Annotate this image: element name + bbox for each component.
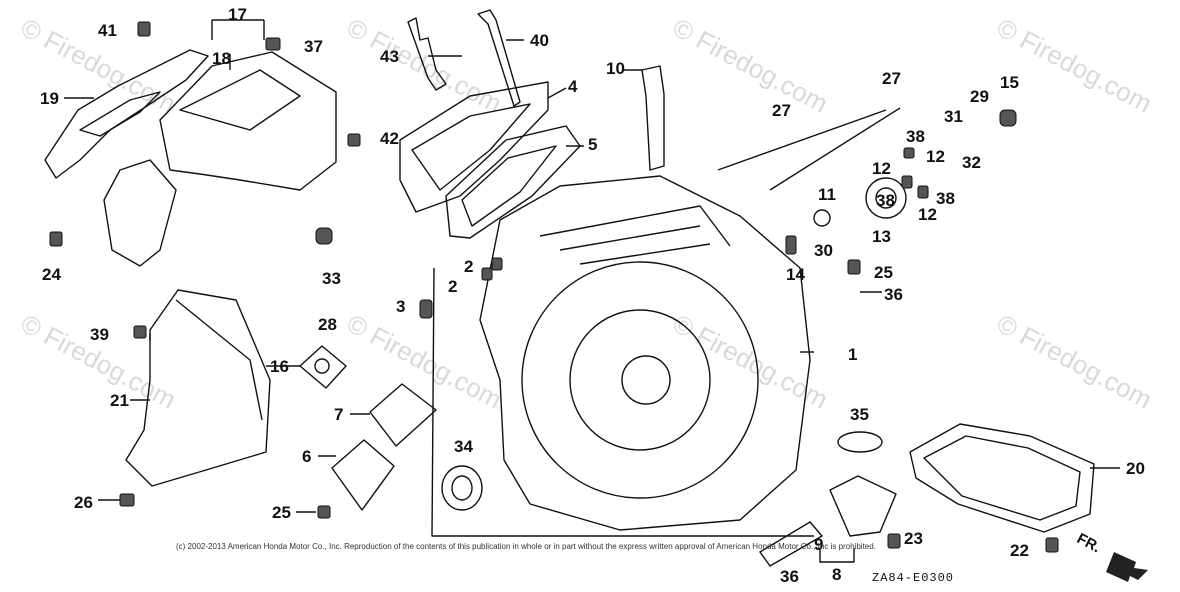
part-label: 35 bbox=[850, 405, 869, 424]
crankcase-1 bbox=[479, 175, 811, 531]
part-label: 20 bbox=[1126, 459, 1145, 478]
bolt-25 bbox=[317, 505, 331, 519]
part-label: 39 bbox=[90, 325, 109, 344]
part-label: 9 bbox=[814, 535, 824, 554]
part-label: 28 bbox=[318, 315, 337, 334]
part-label: 34 bbox=[454, 437, 473, 456]
part-label: 26 bbox=[74, 493, 93, 512]
part-label: 41 bbox=[98, 21, 117, 40]
part-label: 36 bbox=[884, 285, 903, 304]
part-label: 29 bbox=[970, 87, 989, 106]
part-label: 23 bbox=[904, 529, 923, 548]
part-label: 2 bbox=[448, 277, 458, 296]
part-label: 31 bbox=[944, 107, 963, 126]
copyright-notice: (c) 2002-2013 American Honda Motor Co., … bbox=[176, 542, 876, 551]
o-ring-35 bbox=[837, 431, 883, 453]
part-label: 38 bbox=[876, 191, 895, 210]
bolt-25 bbox=[847, 259, 861, 275]
washer-30 bbox=[813, 209, 831, 227]
breather-8 bbox=[829, 475, 897, 537]
oil-pan-20 bbox=[909, 423, 1095, 533]
part-label: 12 bbox=[872, 159, 891, 178]
part-label: 27 bbox=[772, 101, 791, 120]
part-label: 10 bbox=[606, 59, 625, 78]
bolt-24 bbox=[49, 231, 63, 247]
bolt-41 bbox=[137, 21, 151, 37]
fr-arrow-icon bbox=[1106, 552, 1148, 582]
part-label: 24 bbox=[42, 265, 61, 284]
gear-13 bbox=[865, 177, 907, 219]
clamp-33 bbox=[315, 227, 333, 245]
cylinder-head-4 bbox=[399, 81, 549, 213]
pin-2 bbox=[491, 257, 503, 271]
pin-2 bbox=[481, 267, 493, 281]
nut-37 bbox=[265, 37, 281, 51]
part-label: 11 bbox=[818, 185, 836, 204]
part-label: 37 bbox=[304, 37, 323, 56]
shroud-17 bbox=[159, 51, 337, 191]
tube-10 bbox=[641, 65, 665, 171]
part-label: 30 bbox=[814, 241, 833, 260]
part-label: 14 bbox=[786, 265, 805, 284]
bolt-42 bbox=[347, 133, 361, 147]
spring-12 bbox=[901, 175, 913, 189]
part-label: 13 bbox=[872, 227, 891, 246]
cap-15 bbox=[999, 109, 1017, 127]
part-label: 42 bbox=[380, 129, 399, 148]
gasket-6 bbox=[331, 439, 395, 511]
part-label: 40 bbox=[530, 31, 549, 50]
bolt-39 bbox=[133, 325, 147, 339]
part-label: 4 bbox=[568, 77, 578, 96]
cover-19 bbox=[44, 49, 209, 179]
part-label: 27 bbox=[882, 69, 901, 88]
spring-12 bbox=[917, 185, 929, 199]
dowel-14 bbox=[785, 235, 797, 255]
part-label: 43 bbox=[380, 47, 399, 66]
part-label: 7 bbox=[334, 405, 344, 424]
part-label: 22 bbox=[1010, 541, 1029, 560]
part-label: 33 bbox=[322, 269, 341, 288]
part-label: 6 bbox=[302, 447, 312, 466]
part-label: 12 bbox=[926, 147, 945, 166]
part-label: 3 bbox=[396, 297, 406, 316]
part-label: 12 bbox=[918, 205, 937, 224]
part-label: 2 bbox=[464, 257, 474, 276]
spark-plug-43 bbox=[407, 17, 447, 91]
bolt-26 bbox=[119, 493, 135, 507]
part-label: 15 bbox=[1000, 73, 1019, 92]
part-label: 25 bbox=[874, 263, 893, 282]
shroud-21 bbox=[125, 289, 271, 487]
bolt-40 bbox=[477, 9, 521, 107]
plug-3 bbox=[419, 299, 433, 319]
part-label: 16 bbox=[270, 357, 289, 376]
pin-38 bbox=[903, 147, 915, 159]
bolt-23 bbox=[887, 533, 901, 549]
plate-7 bbox=[369, 383, 437, 447]
part-label: 32 bbox=[962, 153, 981, 172]
part-label: 25 bbox=[272, 503, 291, 522]
bolt-22 bbox=[1045, 537, 1059, 553]
part-label: 36 bbox=[780, 567, 799, 586]
part-label: 21 bbox=[110, 391, 129, 410]
part-label: 38 bbox=[936, 189, 955, 208]
oil-seal-34 bbox=[441, 465, 483, 511]
part-label: 5 bbox=[588, 135, 598, 154]
diagram-code: ZA84-E0300 bbox=[872, 571, 955, 585]
part-label: 8 bbox=[832, 565, 842, 584]
part-label: 18 bbox=[212, 49, 231, 68]
part-label: 17 bbox=[228, 5, 247, 24]
part-label: 38 bbox=[906, 127, 925, 146]
part-label: 19 bbox=[40, 89, 59, 108]
part-label: 1 bbox=[848, 345, 858, 364]
gasket-16 bbox=[299, 345, 347, 389]
gasket-5 bbox=[445, 125, 581, 239]
stud-27 bbox=[717, 109, 887, 171]
